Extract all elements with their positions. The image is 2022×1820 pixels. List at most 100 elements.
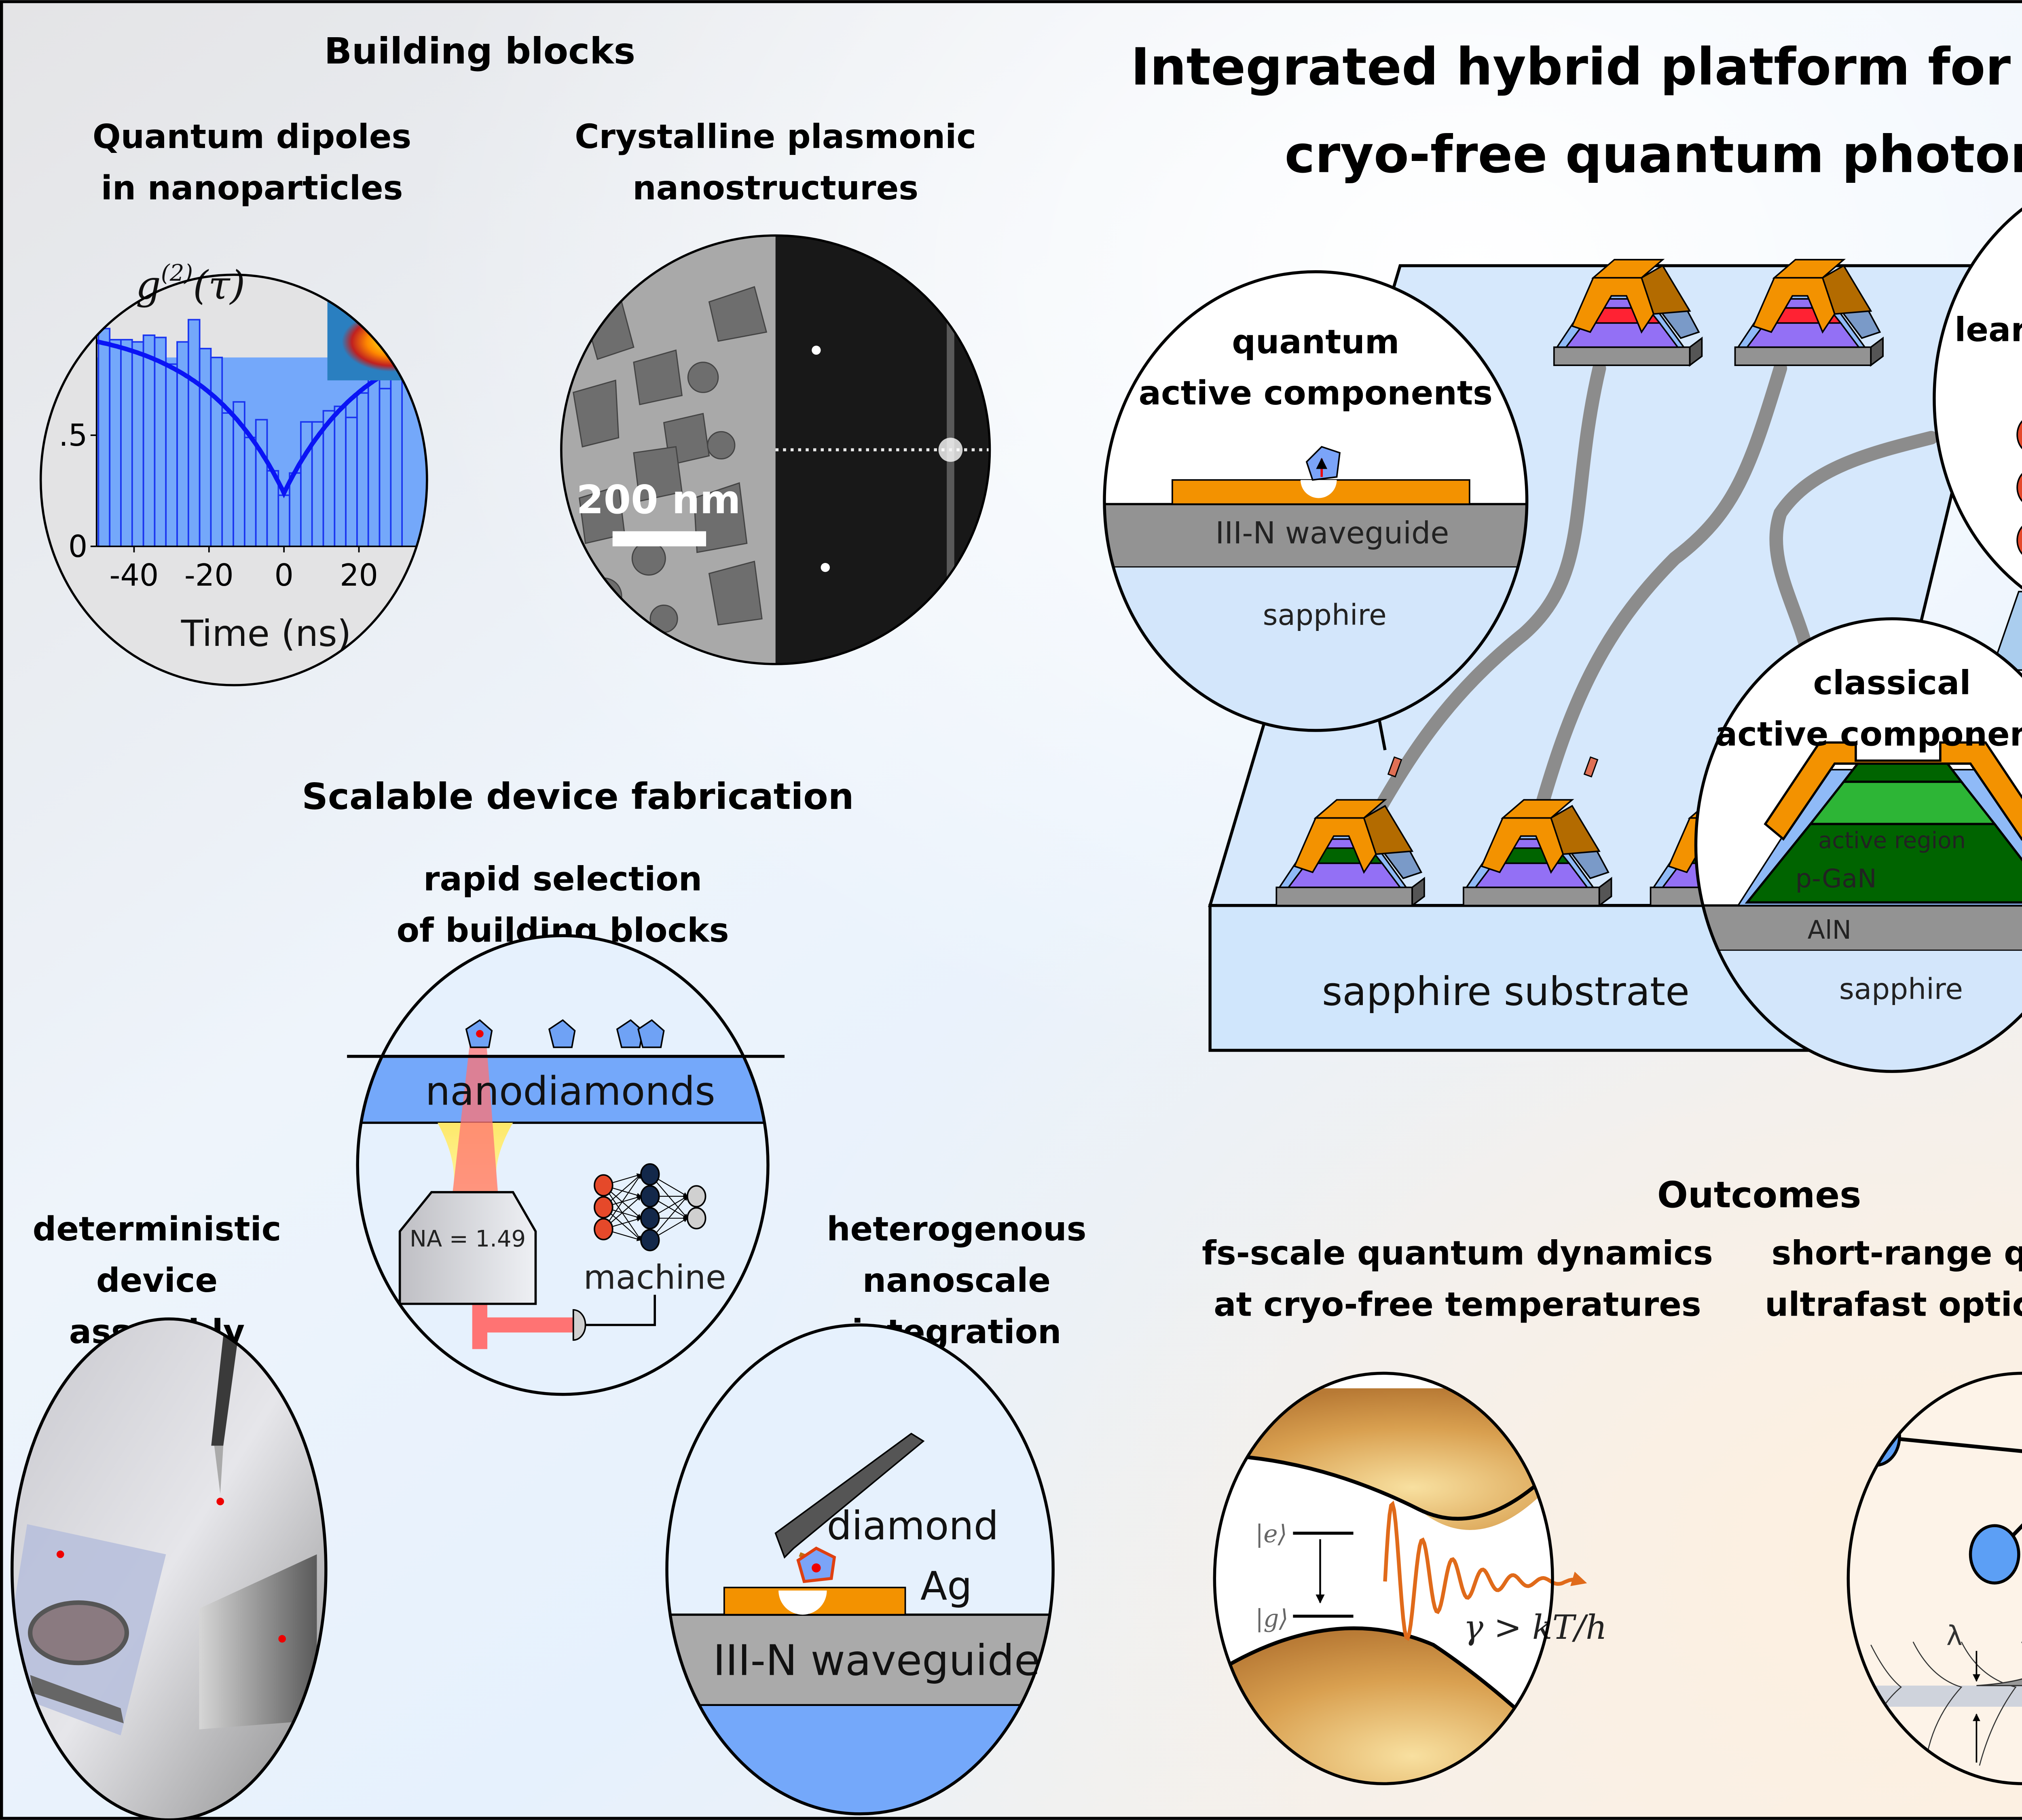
histogram-bar	[109, 339, 122, 547]
objective-na-label: NA = 1.49	[410, 1226, 526, 1252]
heterogenous-caption-2: nanoscale	[863, 1261, 1051, 1300]
quantum-emitter-site	[1583, 756, 1599, 778]
ag-label: Ag	[920, 1563, 972, 1609]
emitted-wavepacket	[1383, 1500, 1587, 1641]
platform-title-line2: cryo-free quantum photonics	[1285, 125, 2022, 184]
g2-chart: -40-20020400.5 g(2)(τ) Time (ns)	[39, 260, 428, 686]
deterministic-caption-2: device	[96, 1261, 218, 1300]
quantum-dipoles-caption-1: Quantum dipoles	[93, 118, 411, 156]
y-tick-label: .5	[59, 418, 87, 453]
histogram-bar	[97, 328, 111, 547]
nanoparticles	[573, 286, 768, 633]
histogram-bar	[322, 410, 336, 547]
y-tick-label: 0	[68, 529, 87, 564]
device-base	[1734, 346, 1872, 366]
histogram-bar	[244, 436, 257, 547]
quantum-active-inset: quantum active components III-N waveguid…	[1103, 270, 1529, 732]
waveguides	[1369, 361, 1938, 822]
device-base	[1553, 346, 1691, 366]
quantum-inset-title-1: quantum	[1232, 323, 1399, 361]
emitter-bump	[1976, 1671, 2022, 1687]
target-chip	[199, 1554, 317, 1729]
n-gan-layer	[1841, 761, 1964, 783]
histogram-bar	[154, 336, 167, 547]
fs-caption-2: at cryo-free temperatures	[1214, 1286, 1701, 1324]
histogram-bar	[379, 387, 392, 547]
scale-bar	[612, 531, 706, 546]
plasmonic-caption-1: Crystalline plasmonic	[575, 118, 976, 156]
ml-inset-title-2: learning assistance	[1954, 311, 2022, 349]
x-tick-label: -40	[110, 558, 159, 593]
histogram-bar	[221, 412, 234, 547]
objective-lens	[398, 1191, 537, 1305]
waveguide-3	[1769, 431, 1938, 659]
histogram-bar	[210, 356, 223, 547]
machine-label: machine	[584, 1258, 726, 1297]
scale-bar-label: 200 nm	[576, 477, 740, 523]
substrate-label: sapphire substrate	[1322, 969, 1690, 1014]
probe-tip	[211, 1335, 239, 1446]
integration-waveguide-label: III-N waveguide	[713, 1636, 1040, 1685]
histogram-bar	[334, 405, 347, 547]
quantum-inset-waveguide-label: III-N waveguide	[1215, 515, 1449, 550]
led-device	[1275, 799, 1425, 907]
histogram-bar	[255, 419, 268, 547]
histogram-bar	[120, 339, 133, 547]
nn-node	[594, 1218, 613, 1240]
nn-node	[640, 1207, 660, 1230]
ground-state-label: |g⟩	[1255, 1605, 1288, 1633]
classical-inset-substrate-label: sapphire	[1839, 972, 1963, 1006]
nn-node	[594, 1196, 613, 1219]
building-blocks-title: Building blocks	[324, 30, 635, 72]
laser-path	[453, 1035, 498, 1192]
contact-layer	[1764, 741, 2022, 841]
nanodiamonds-label: nanodiamonds	[425, 1068, 715, 1114]
diamond-label: diamond	[827, 1503, 999, 1549]
collection-path	[472, 1301, 573, 1349]
device-base	[1275, 887, 1413, 906]
histogram-bar	[142, 334, 156, 547]
networks-caption-2: ultrafast optical communication	[1765, 1286, 2022, 1324]
active-region-layer	[1808, 781, 1997, 825]
nn-node	[686, 1207, 706, 1230]
deterministic-caption-1: deterministic	[33, 1210, 281, 1249]
network-inset: λ 0.01 λ	[1846, 1371, 2022, 1785]
fs-caption-1: fs-scale quantum dynamics	[1202, 1234, 1713, 1273]
waveguide-layer	[1104, 503, 1527, 569]
g2-xlabel: Time (ns)	[181, 613, 351, 655]
aln-label: AlN	[1808, 915, 1851, 945]
nn-node	[640, 1229, 660, 1251]
classical-inset-title-2: active components	[1715, 715, 2022, 753]
quantum-dipoles-caption-2: in nanoparticles	[101, 169, 403, 207]
histogram-bar	[187, 319, 201, 547]
histogram-bar	[367, 374, 381, 547]
led-device	[1734, 259, 1884, 367]
x-tick-label: 0	[274, 558, 293, 593]
x-tick-label: 20	[340, 558, 378, 593]
histogram-bar	[131, 341, 144, 547]
p-gan-label: p-GaN	[1796, 863, 1877, 893]
histogram-bar	[300, 421, 313, 547]
nn-node	[2016, 525, 2022, 555]
ml-inset: Machine learning assistance	[1933, 207, 2022, 590]
plasmonic-caption-2: nanostructures	[632, 169, 918, 207]
outcomes-title: Outcomes	[1657, 1174, 1861, 1216]
probe-arm	[774, 1433, 925, 1559]
networks-caption-1: short-range quantum networks	[1771, 1234, 2022, 1273]
waveguide-layer	[667, 1613, 1053, 1706]
active-region-label: active region	[1818, 827, 1966, 854]
detector-icon	[572, 1309, 586, 1341]
rapid-caption-1: rapid selection	[423, 860, 702, 898]
neural-network-icon	[2016, 420, 2022, 555]
quantum-emitter-site	[1387, 756, 1402, 778]
nn-node	[2016, 420, 2022, 449]
neural-network-icon	[594, 1163, 706, 1251]
network-link	[1875, 1435, 2022, 1460]
ml-link	[1990, 590, 2022, 671]
objective-render	[28, 1600, 129, 1666]
quantum-inset-substrate-label: sapphire	[1263, 598, 1387, 632]
tem-image: 200 nm	[560, 234, 991, 665]
x-tick-label: -20	[184, 558, 234, 593]
nn-node	[594, 1174, 613, 1197]
